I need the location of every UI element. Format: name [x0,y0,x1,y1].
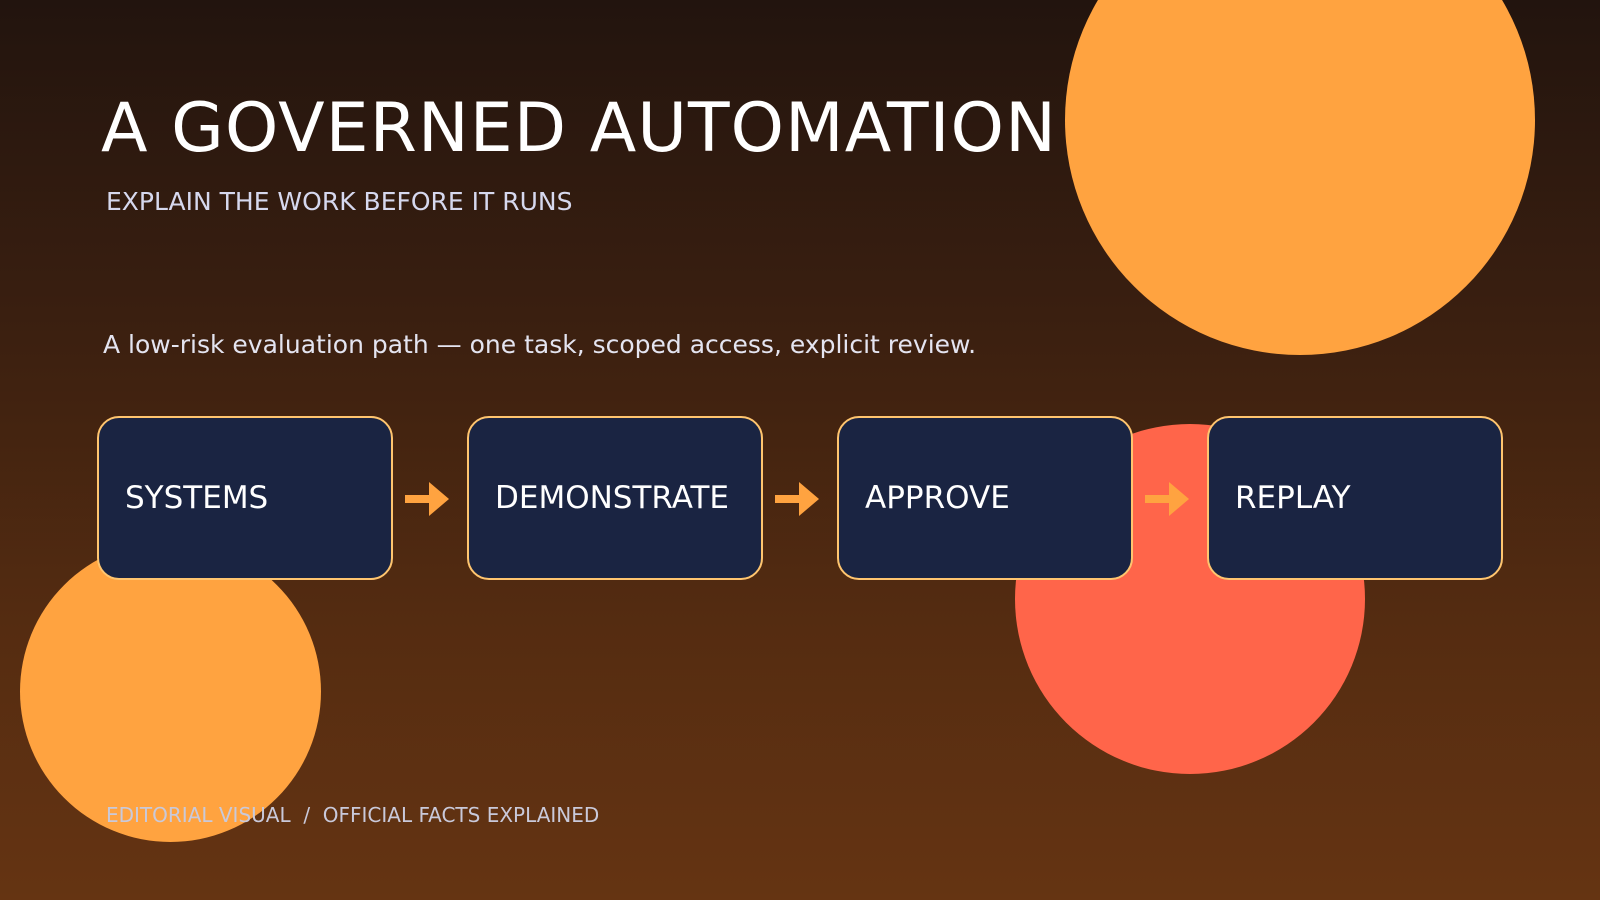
footer-caption: EDITORIAL VISUAL / OFFICIAL FACTS EXPLAI… [106,803,600,827]
step-label: REPLAY [1235,480,1351,516]
step-systems: SYSTEMS [97,416,393,580]
step-label: DEMONSTRATE [495,480,730,516]
arrow-right-icon [775,482,819,516]
description-text: A low-risk evaluation path — one task, s… [103,330,977,359]
page-subtitle: EXPLAIN THE WORK BEFORE IT RUNS [106,187,573,216]
decorative-circle-top-right [1065,0,1535,355]
step-label: APPROVE [865,480,1010,516]
arrow-right-icon [1145,482,1189,516]
step-demonstrate: DEMONSTRATE [467,416,763,580]
decorative-circle-bottom-left [20,541,321,842]
page-title: A GOVERNED AUTOMATION [101,89,1057,168]
step-approve: APPROVE [837,416,1133,580]
step-replay: REPLAY [1207,416,1503,580]
step-label: SYSTEMS [125,480,269,516]
arrow-right-icon [405,482,449,516]
